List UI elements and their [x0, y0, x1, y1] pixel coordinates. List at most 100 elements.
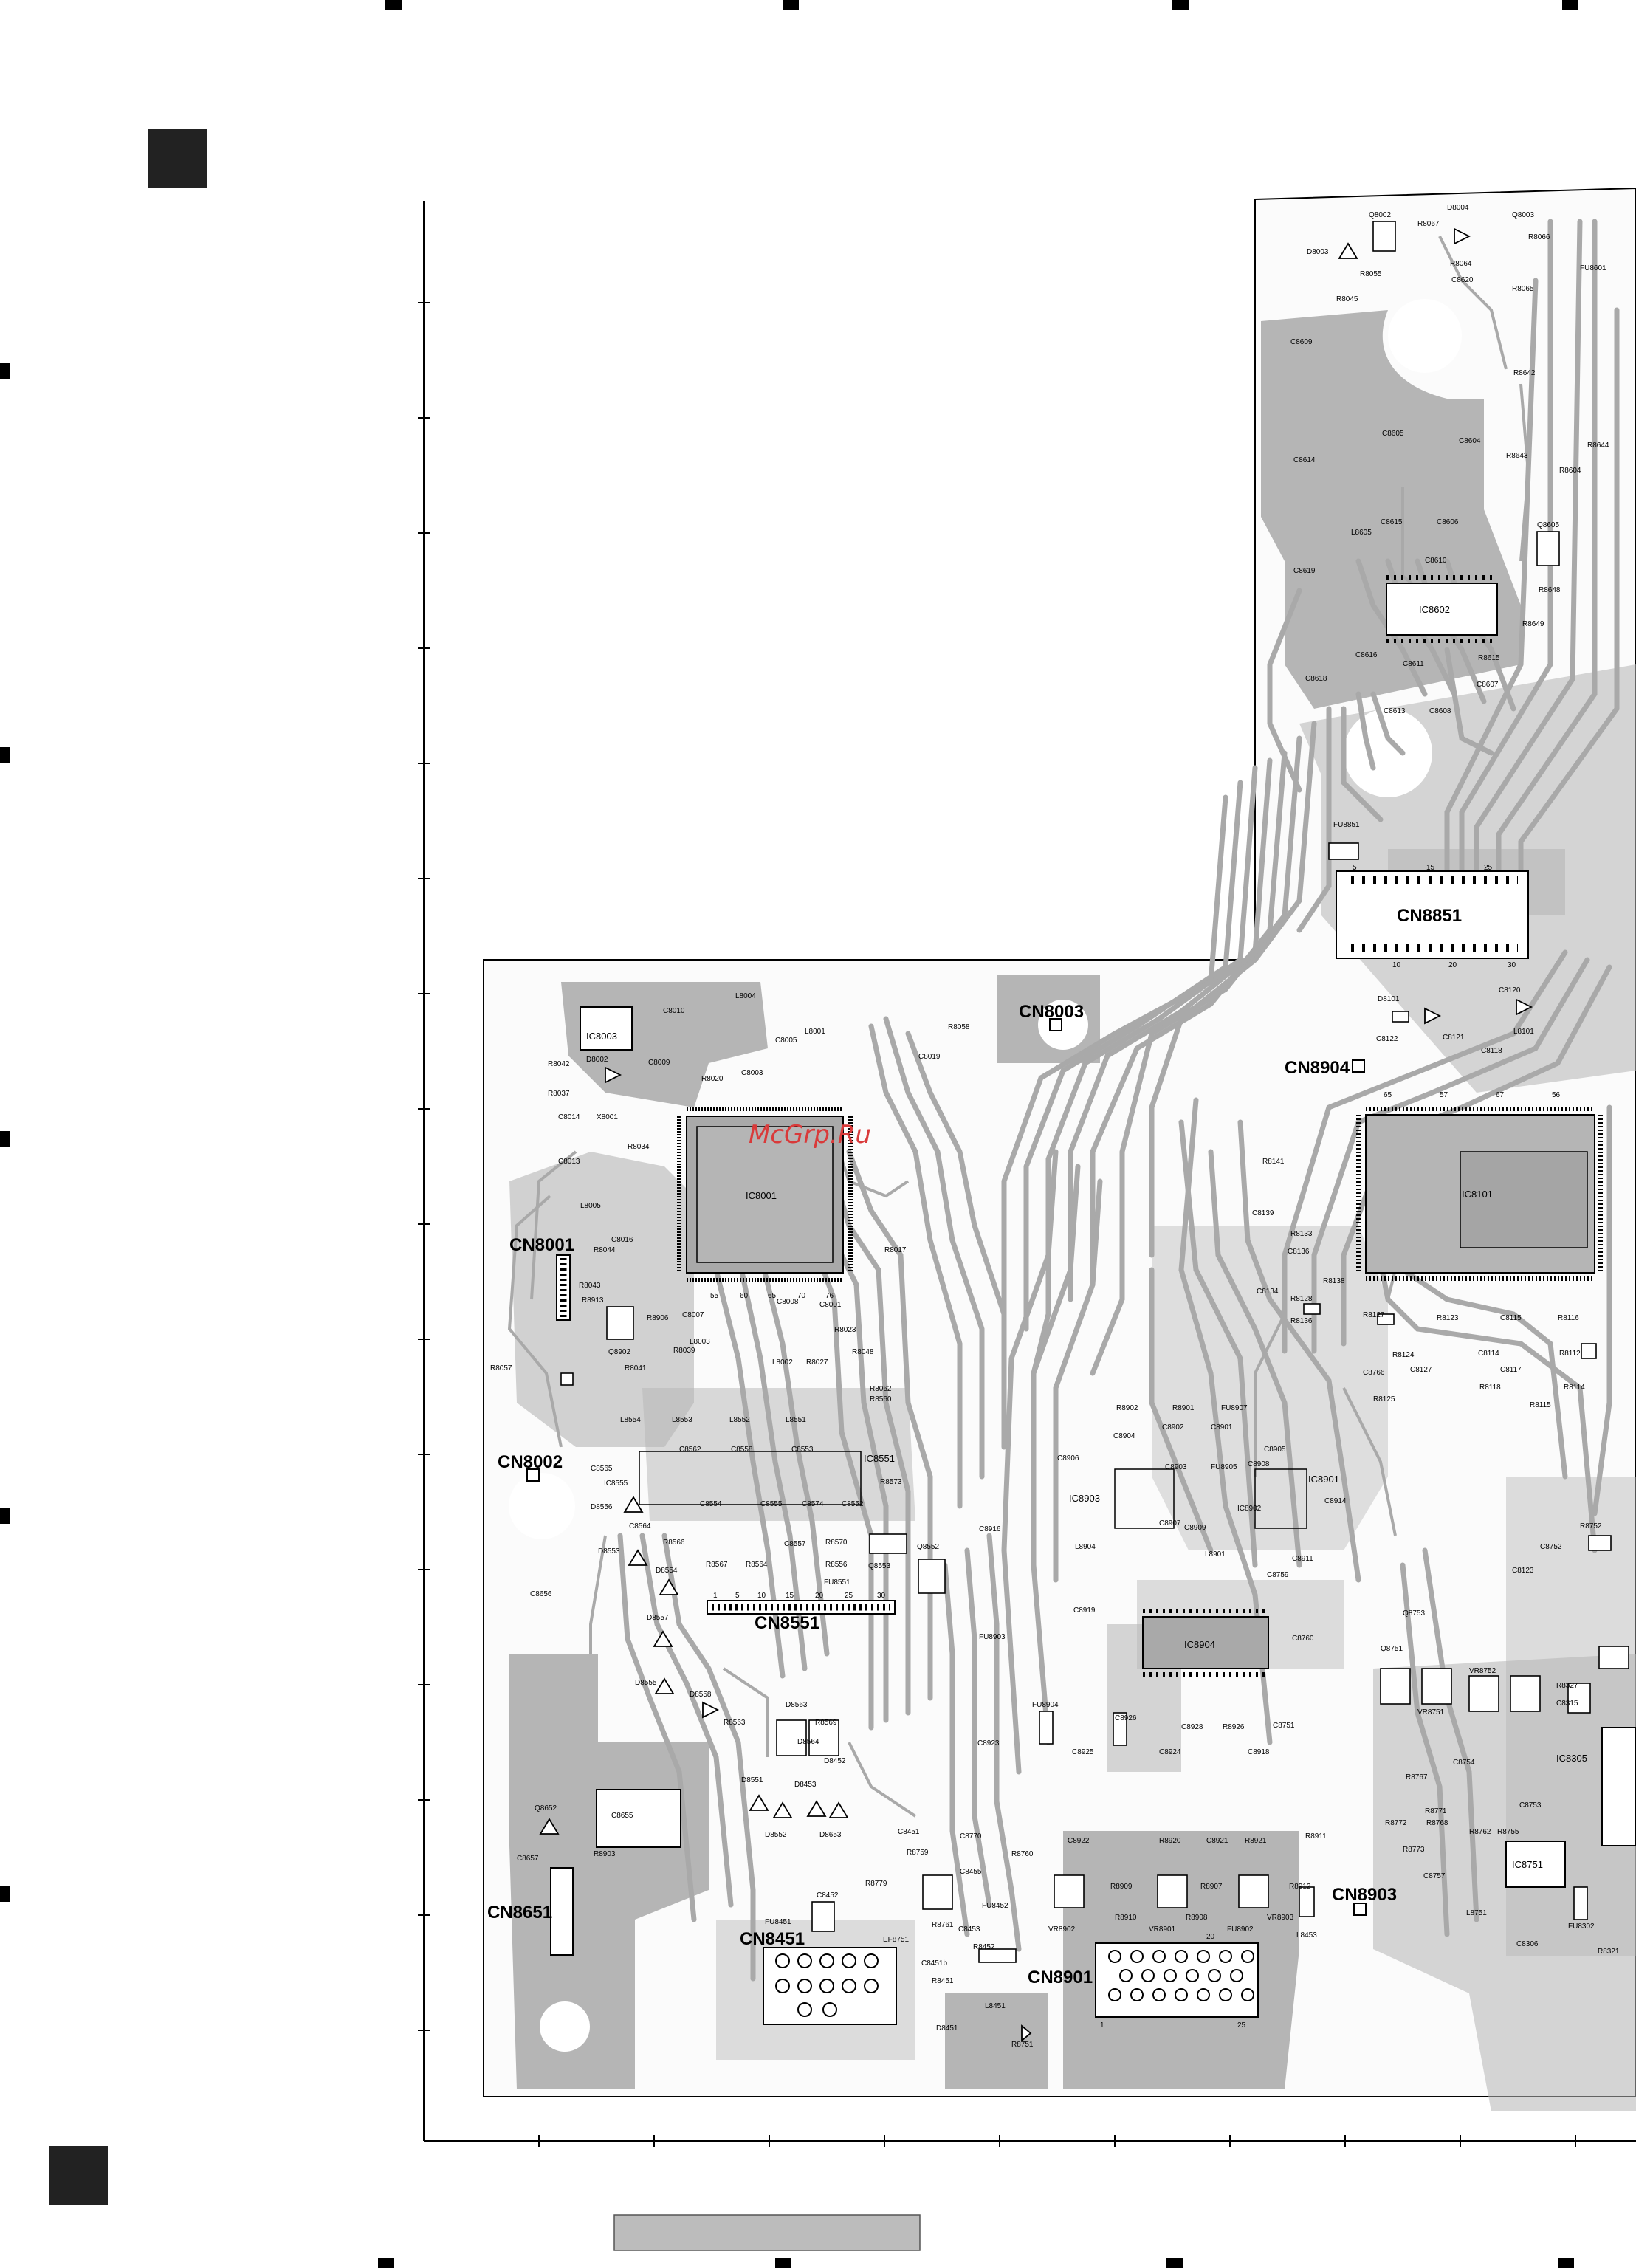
- component-label-c8904: C8904: [1113, 1432, 1135, 1440]
- component-label-d8551: D8551: [741, 1776, 763, 1784]
- component-label-l8553: L8553: [672, 1416, 692, 1424]
- component-label-c8001: C8001: [819, 1301, 842, 1309]
- component-label-l8003: L8003: [690, 1338, 710, 1346]
- board-holes: [509, 299, 1462, 2052]
- ic8602-soic: [1386, 575, 1498, 643]
- component-label-c8902: C8902: [1162, 1423, 1184, 1432]
- component-label-r8573: R8573: [880, 1478, 902, 1486]
- component-label-r8762: R8762: [1469, 1828, 1491, 1836]
- component-label-r8752: R8752: [1580, 1522, 1602, 1530]
- component-label-r8768: R8768: [1426, 1819, 1448, 1827]
- ic8003-package: [580, 1006, 633, 1051]
- component-label-r8642: R8642: [1513, 369, 1536, 377]
- component-label-r8643: R8643: [1506, 452, 1528, 460]
- component-label-r8067: R8067: [1417, 220, 1440, 228]
- component-label-c8615: C8615: [1381, 518, 1403, 526]
- component-label-q8553: Q8553: [868, 1562, 890, 1570]
- component-label-r8751: R8751: [1011, 2041, 1034, 2049]
- component-label-c8019: C8019: [918, 1053, 941, 1061]
- component-label-c8453: C8453: [958, 1925, 980, 1934]
- component-label-c8136: C8136: [1288, 1248, 1310, 1256]
- component-label-c8122: C8122: [1376, 1035, 1398, 1043]
- pin-number: 76: [825, 1292, 834, 1300]
- pin-number: 25: [845, 1592, 853, 1600]
- component-label-c8928: C8928: [1181, 1723, 1203, 1731]
- component-label-q8003: Q8003: [1512, 211, 1534, 219]
- component-label-c8118: C8118: [1481, 1047, 1502, 1055]
- component-label-q8902: Q8902: [608, 1348, 630, 1356]
- component-label-c8139: C8139: [1252, 1209, 1274, 1217]
- component-label-c8608: C8608: [1429, 707, 1451, 715]
- component-label-c8619: C8619: [1293, 567, 1316, 575]
- component-label-c8605: C8605: [1382, 430, 1404, 438]
- component-label-c8766: C8766: [1363, 1369, 1385, 1377]
- component-label-l8552: L8552: [729, 1416, 750, 1424]
- component-label-c8770: C8770: [960, 1832, 982, 1841]
- component-label-r8902: R8902: [1116, 1404, 1138, 1412]
- pin-number: 1: [1100, 2021, 1104, 2030]
- component-label-r8045: R8045: [1336, 295, 1358, 303]
- ic8602-label: IC8602: [1419, 604, 1450, 615]
- component-label-r8771: R8771: [1425, 1807, 1447, 1815]
- component-label-r8570: R8570: [825, 1539, 848, 1547]
- component-label-r8759: R8759: [907, 1849, 929, 1857]
- cn8651-label: CN8651: [487, 1903, 552, 1922]
- component-label-c8121: C8121: [1443, 1034, 1465, 1042]
- component-label-vr8901: VR8901: [1149, 1925, 1176, 1934]
- component-label-c8008: C8008: [777, 1298, 799, 1306]
- pin-number: 10: [1392, 961, 1401, 969]
- component-label-r8027: R8027: [806, 1358, 828, 1367]
- component-label-r8920: R8920: [1159, 1837, 1181, 1845]
- component-label-r8066: R8066: [1528, 233, 1550, 241]
- ic8901-block: [1254, 1468, 1307, 1529]
- ic8904-soic: [1142, 1609, 1269, 1677]
- component-label-d8557: D8557: [647, 1614, 669, 1622]
- component-label-c8014: C8014: [558, 1113, 580, 1121]
- ic8751-label: IC8751: [1512, 1859, 1543, 1870]
- component-label-c8009: C8009: [648, 1059, 670, 1067]
- component-label-r8127: R8127: [1363, 1311, 1385, 1319]
- pin-number: 5: [1353, 864, 1357, 872]
- component-label-r8901: R8901: [1172, 1404, 1195, 1412]
- component-label-fu8601: FU8601: [1580, 264, 1606, 272]
- component-label-c8754: C8754: [1453, 1759, 1475, 1767]
- cn8901-connector: [1095, 1942, 1259, 2018]
- component-label-c8120: C8120: [1499, 986, 1521, 994]
- cn8002-label: CN8002: [498, 1452, 563, 1472]
- component-label-c8903: C8903: [1165, 1463, 1187, 1471]
- component-label-c8013: C8013: [558, 1158, 580, 1166]
- component-label-c8003: C8003: [741, 1069, 763, 1077]
- cn8001-label: CN8001: [509, 1235, 574, 1255]
- component-label-r8065: R8065: [1512, 285, 1534, 293]
- component-label-c8452: C8452: [817, 1891, 839, 1900]
- component-label-vr8751: VR8751: [1417, 1708, 1445, 1717]
- ic8551-block: [639, 1451, 862, 1505]
- component-label-d8653: D8653: [819, 1831, 842, 1839]
- pin-number: 57: [1440, 1091, 1448, 1099]
- component-label-c8604: C8604: [1459, 437, 1481, 445]
- registration-marks: [0, 0, 1578, 2268]
- component-label-c8613: C8613: [1384, 707, 1406, 715]
- pin-number: 15: [1426, 864, 1435, 872]
- component-label-q8652: Q8652: [535, 1804, 557, 1812]
- component-label-r8911: R8911: [1305, 1832, 1327, 1841]
- pin-number: 30: [877, 1592, 886, 1600]
- component-label-r8604: R8604: [1559, 467, 1581, 475]
- component-label-c8908: C8908: [1248, 1460, 1270, 1468]
- component-label-r8064: R8064: [1450, 260, 1472, 268]
- component-label-c8614: C8614: [1293, 456, 1316, 464]
- pin-number: 70: [797, 1292, 806, 1300]
- component-label-r8615: R8615: [1478, 654, 1500, 662]
- component-label-r8124: R8124: [1392, 1351, 1415, 1359]
- watermark: McGrp.Ru: [749, 1120, 871, 1150]
- component-label-fu8452: FU8452: [982, 1902, 1008, 1910]
- component-label-r8451: R8451: [932, 1977, 954, 1985]
- component-label-r8913: R8913: [582, 1296, 604, 1305]
- component-label-c8611: C8611: [1403, 660, 1424, 668]
- cn8651-connector: [550, 1867, 574, 1956]
- pin-number: 56: [1552, 1091, 1561, 1099]
- component-label-c8926: C8926: [1115, 1714, 1137, 1722]
- component-label-r8125: R8125: [1373, 1395, 1395, 1403]
- component-label-c8911: C8911: [1292, 1555, 1313, 1563]
